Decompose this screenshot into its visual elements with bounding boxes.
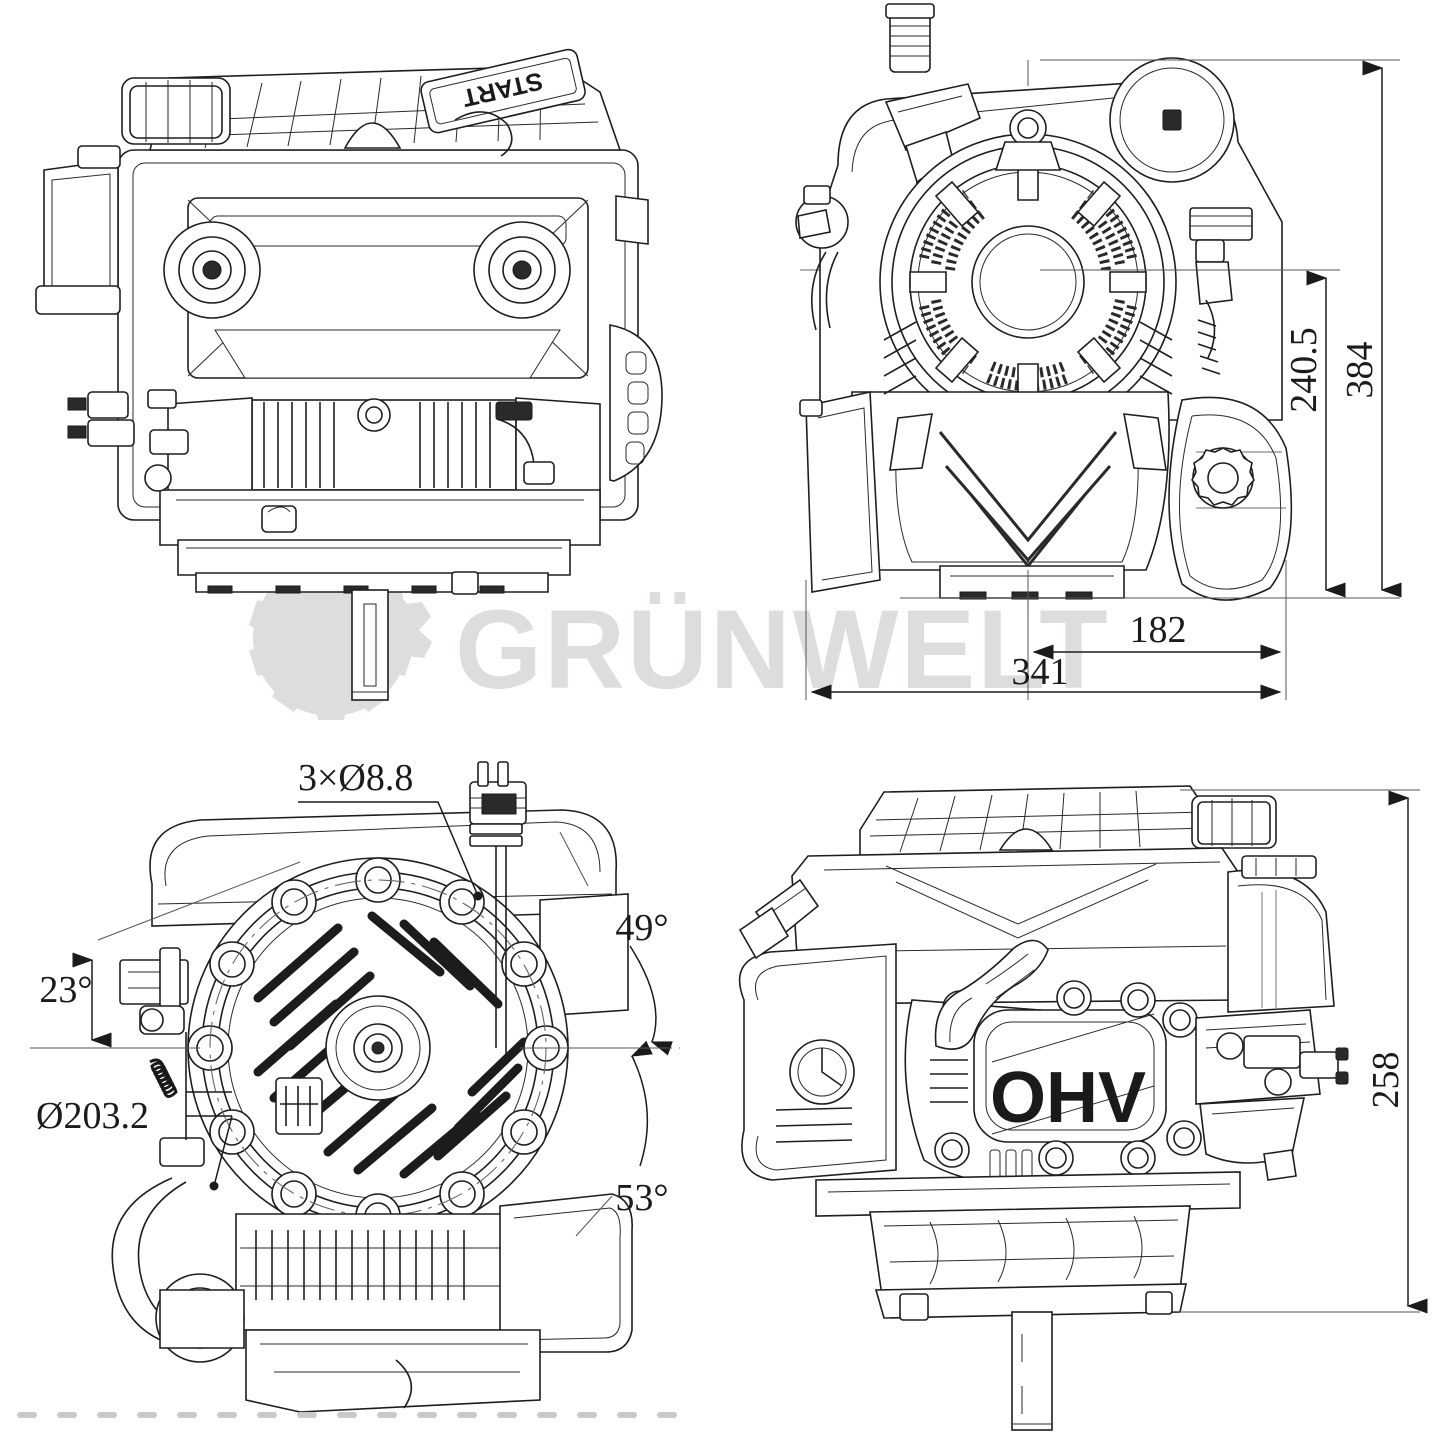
side-fittings: [67, 389, 189, 492]
dim-53: 53°: [575, 1040, 669, 1237]
left-fittings: [795, 185, 849, 331]
valve-cover: OHV: [904, 939, 1202, 1191]
output-shaft-side: [1011, 1311, 1053, 1431]
ignition-bracket: [1189, 207, 1253, 375]
engine-rear-elevation: START: [35, 48, 663, 701]
breather-tube: [885, 3, 935, 73]
dim-384: 384: [1339, 60, 1402, 598]
cover-bolt-right: [473, 221, 571, 319]
recoil-starter-housing: [879, 109, 1177, 431]
cover-bolt-left: [163, 221, 261, 319]
fuel-cap-side: [1191, 795, 1277, 849]
engine-side-elevation: OHV: [738, 785, 1349, 1431]
emblem-plate: [275, 1077, 323, 1135]
dim-258: 258: [1365, 790, 1428, 1314]
engine-front-elevation: [795, 3, 1330, 620]
dim-182: 182: [1032, 609, 1282, 660]
dim-258-text: 258: [1365, 1052, 1407, 1109]
muffler-box: [799, 391, 881, 593]
output-shaft: [351, 589, 389, 701]
governor-spring: [149, 1058, 178, 1098]
muffler-cover: [738, 943, 897, 1181]
intake-elbow: [738, 878, 820, 960]
oil-fill-cover: [1168, 396, 1293, 601]
dim-49-text: 49°: [615, 907, 668, 949]
air-duct-cover: [499, 1193, 633, 1353]
dim-203-2: Ø203.2: [36, 1091, 233, 1191]
governor-linkage: [119, 947, 205, 1167]
fuel-tank-side: [1227, 855, 1335, 1013]
dim-49: 49°: [559, 831, 673, 1056]
dim-341-text: 341: [1012, 651, 1069, 693]
dim-23-text: 23°: [39, 969, 92, 1011]
dim-23: 23°: [30, 861, 301, 1049]
dim-3x88-text: 3×Ø8.8: [298, 757, 413, 799]
start-plate: START: [420, 48, 586, 134]
dim-53-text: 53°: [615, 1177, 668, 1219]
dim-182-text: 182: [1130, 609, 1187, 651]
spark-plug-boot: [934, 939, 1049, 1050]
dim-240-5: 240.5: [1283, 270, 1346, 598]
dim-3x88: 3×Ø8.8: [298, 757, 483, 901]
dim-341: 341: [810, 651, 1282, 700]
dim-240-5-text: 240.5: [1283, 327, 1325, 413]
lower-pulley: [155, 1273, 245, 1363]
fuel-cap: [121, 77, 231, 145]
dim-203-2-text: Ø203.2: [36, 1095, 149, 1137]
spark-plug-cap: [469, 761, 527, 1060]
carburettor: [1195, 1009, 1349, 1181]
fuel-cap-front: [1109, 57, 1235, 183]
engine-flywheel-elevation: [17, 761, 703, 1418]
ohv-badge-text: OHV: [990, 1058, 1146, 1138]
dim-384-text: 384: [1339, 342, 1381, 399]
